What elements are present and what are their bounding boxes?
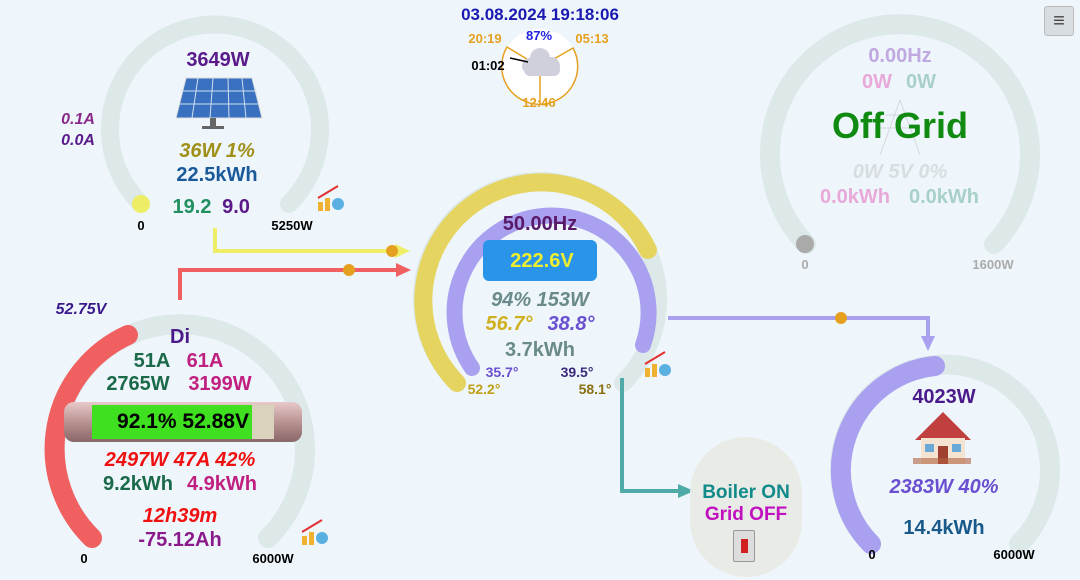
grid-power-1: 0W [862,71,892,93]
battery-runtime: 12h39m [142,505,218,527]
battery-soc: 92.1% 52.88V [117,410,249,433]
battery-icon: 92.1% 52.88V [64,402,302,442]
boiler-flow-line [620,378,680,493]
solar-gauge-track [101,15,329,213]
battery-flow-line [178,268,398,300]
battery-flow: 2497W 47A 42% [104,449,256,471]
solar-panel-icon [175,77,263,129]
stats-icon [301,519,328,545]
battery-gauge-fill [44,325,138,548]
inverter-efficiency: 94% 153W [491,289,589,311]
stats-icon [317,185,344,211]
inverter-display [483,240,597,281]
load-energy: 14.4kWh [903,517,985,539]
load-gauge-fill [830,356,945,554]
inverter-temp-c: 52.2° [467,381,501,397]
grid-energy-out: 0.0kWh [908,186,980,208]
inverter-temp-1: 56.7° [485,313,533,335]
load-detail: 2383W 40% [889,476,999,498]
battery-energy-discharged: 4.9kWh [186,473,258,495]
battery-charge-current: 51A [133,350,171,372]
flow-dot-battery [343,264,355,276]
inverter-frequency: 50.00Hz [502,213,578,235]
solar-voltage-2: 9.0 [222,196,250,218]
grid-gauge-track [760,14,1040,254]
sunset-time: 20:19 [468,31,502,46]
breaker-icon [733,530,755,562]
load-min: 0 [868,547,876,562]
solar-energy: 22.5kWh [176,164,258,186]
battery-energy-charged: 9.2kWh [102,473,174,495]
flow-dot-solar [386,245,398,257]
load-flow-line [668,316,930,338]
solar-voltage-1: 19.2 [172,196,212,218]
boiler-grid-status: Grid OFF [704,504,788,525]
cloud-percent: 87% [525,28,553,43]
grid-frequency: 0.00Hz [868,45,932,67]
battery-min: 0 [80,551,88,566]
inverter-voltage: 222.6V [510,250,574,272]
solar-max: 5250W [271,218,313,233]
grid-stats: 0W 5V 0% [852,161,948,183]
battery-max: 6000W [252,551,294,566]
flow-dot-load [835,312,847,324]
inverter-inner-fill [446,207,657,376]
grid-gauge-dot [796,235,814,253]
grid-max: 1600W [972,257,1014,272]
cloud-icon [522,48,560,76]
inverter-temp-2: 38.8° [547,313,595,335]
battery-ah: -75.12Ah [138,529,222,551]
datetime: 03.08.2024 19:18:06 [461,5,619,24]
load-power: 4023W [912,386,976,408]
solar-current-2: 0.0A [61,132,95,149]
solar-pv2: 36W 1% [179,140,255,162]
pylon-icon [879,99,921,156]
noon-time: 12:46 [522,95,556,110]
battery-name: Di [170,326,190,348]
stats-icon [644,351,671,377]
load-max: 6000W [993,547,1035,562]
battery-voltage: 52.75V [55,301,107,318]
house-icon [913,412,971,464]
boiler-status: Boiler ON [702,482,790,503]
grid-status: Off Grid [832,105,968,146]
battery-discharge-power: 3199W [188,373,252,395]
inverter-outer-fill [414,173,657,392]
battery-discharge-current: 61A [186,350,224,372]
battery-charge-power: 2765W [106,373,170,395]
solar-current-1: 0.1A [61,111,95,128]
moon-hand-icon [509,57,529,63]
solar-min: 0 [137,218,145,233]
solar-flow-line [213,228,395,253]
solar-power: 3649W [186,49,250,71]
menu-button[interactable]: ≡ [1044,6,1074,36]
inverter-energy: 3.7kWh [504,339,576,361]
grid-power-2: 0W [906,71,936,93]
current-moon-time: 01:02 [471,58,505,73]
grid-min: 0 [801,257,809,272]
sunrise-time: 05:13 [575,31,609,46]
inverter-temp-a: 35.7° [485,364,519,380]
grid-energy-in: 0.0kWh [819,186,891,208]
inverter-temp-d: 58.1° [578,381,612,397]
solar-gauge-dot [132,195,150,213]
inverter-temp-b: 39.5° [560,364,594,380]
